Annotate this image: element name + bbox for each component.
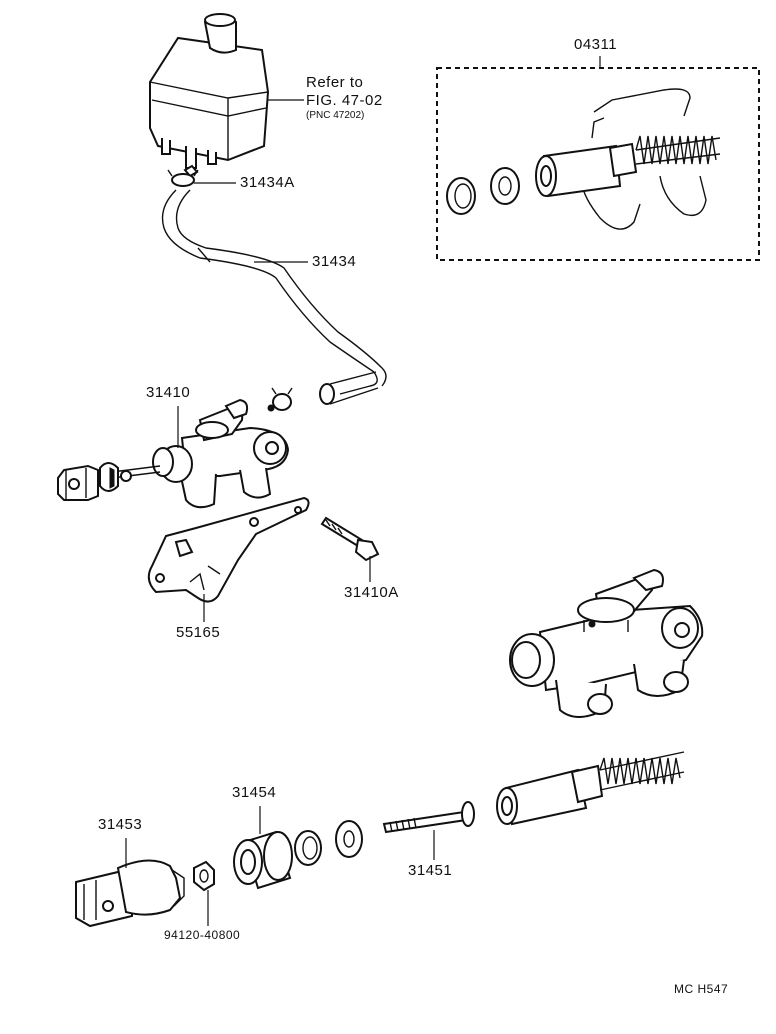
reservoir-tank [149,13,270,178]
push-rod-31451 [382,801,475,834]
part-label-31453: 31453 [98,816,143,833]
part-label-55165: 55165 [176,624,221,641]
mounting-bracket [147,496,310,603]
part-label-31434A: 31434A [240,174,295,191]
boot-31454 [233,830,293,890]
part-label-94120-40800: 94120-40800 [164,928,241,942]
part-label-31451: 31451 [408,862,453,879]
part-label-31410: 31410 [146,384,191,401]
hose-clamp-31434A [167,169,199,187]
bolt-31410A [320,516,380,562]
snap-ring-bottom [294,830,322,866]
leader-lines [125,56,601,926]
part-label-31454: 31454 [232,784,277,801]
master-cylinder-assembly [57,398,290,509]
washer-bottom [335,820,363,858]
nut-94120 [193,860,215,892]
reservoir-hose [161,189,387,405]
part-label-31410A: 31410A [344,584,399,601]
clevis-31453 [75,859,185,928]
cylinder-body-exploded [509,568,704,718]
part-label-31434: 31434 [312,253,357,270]
repair-kit-box [436,67,760,261]
hose-clamp-lower [267,387,293,412]
part-label-04311: 04311 [574,36,618,53]
pnc-reference-label: (PNC 47202) [306,110,365,121]
piston-spring-assembly [496,751,685,826]
figure-reference-label: FIG. 47-02 [306,92,383,109]
refer-to-label: Refer to [306,74,364,91]
figure-code-label: MC H547 [674,982,729,996]
